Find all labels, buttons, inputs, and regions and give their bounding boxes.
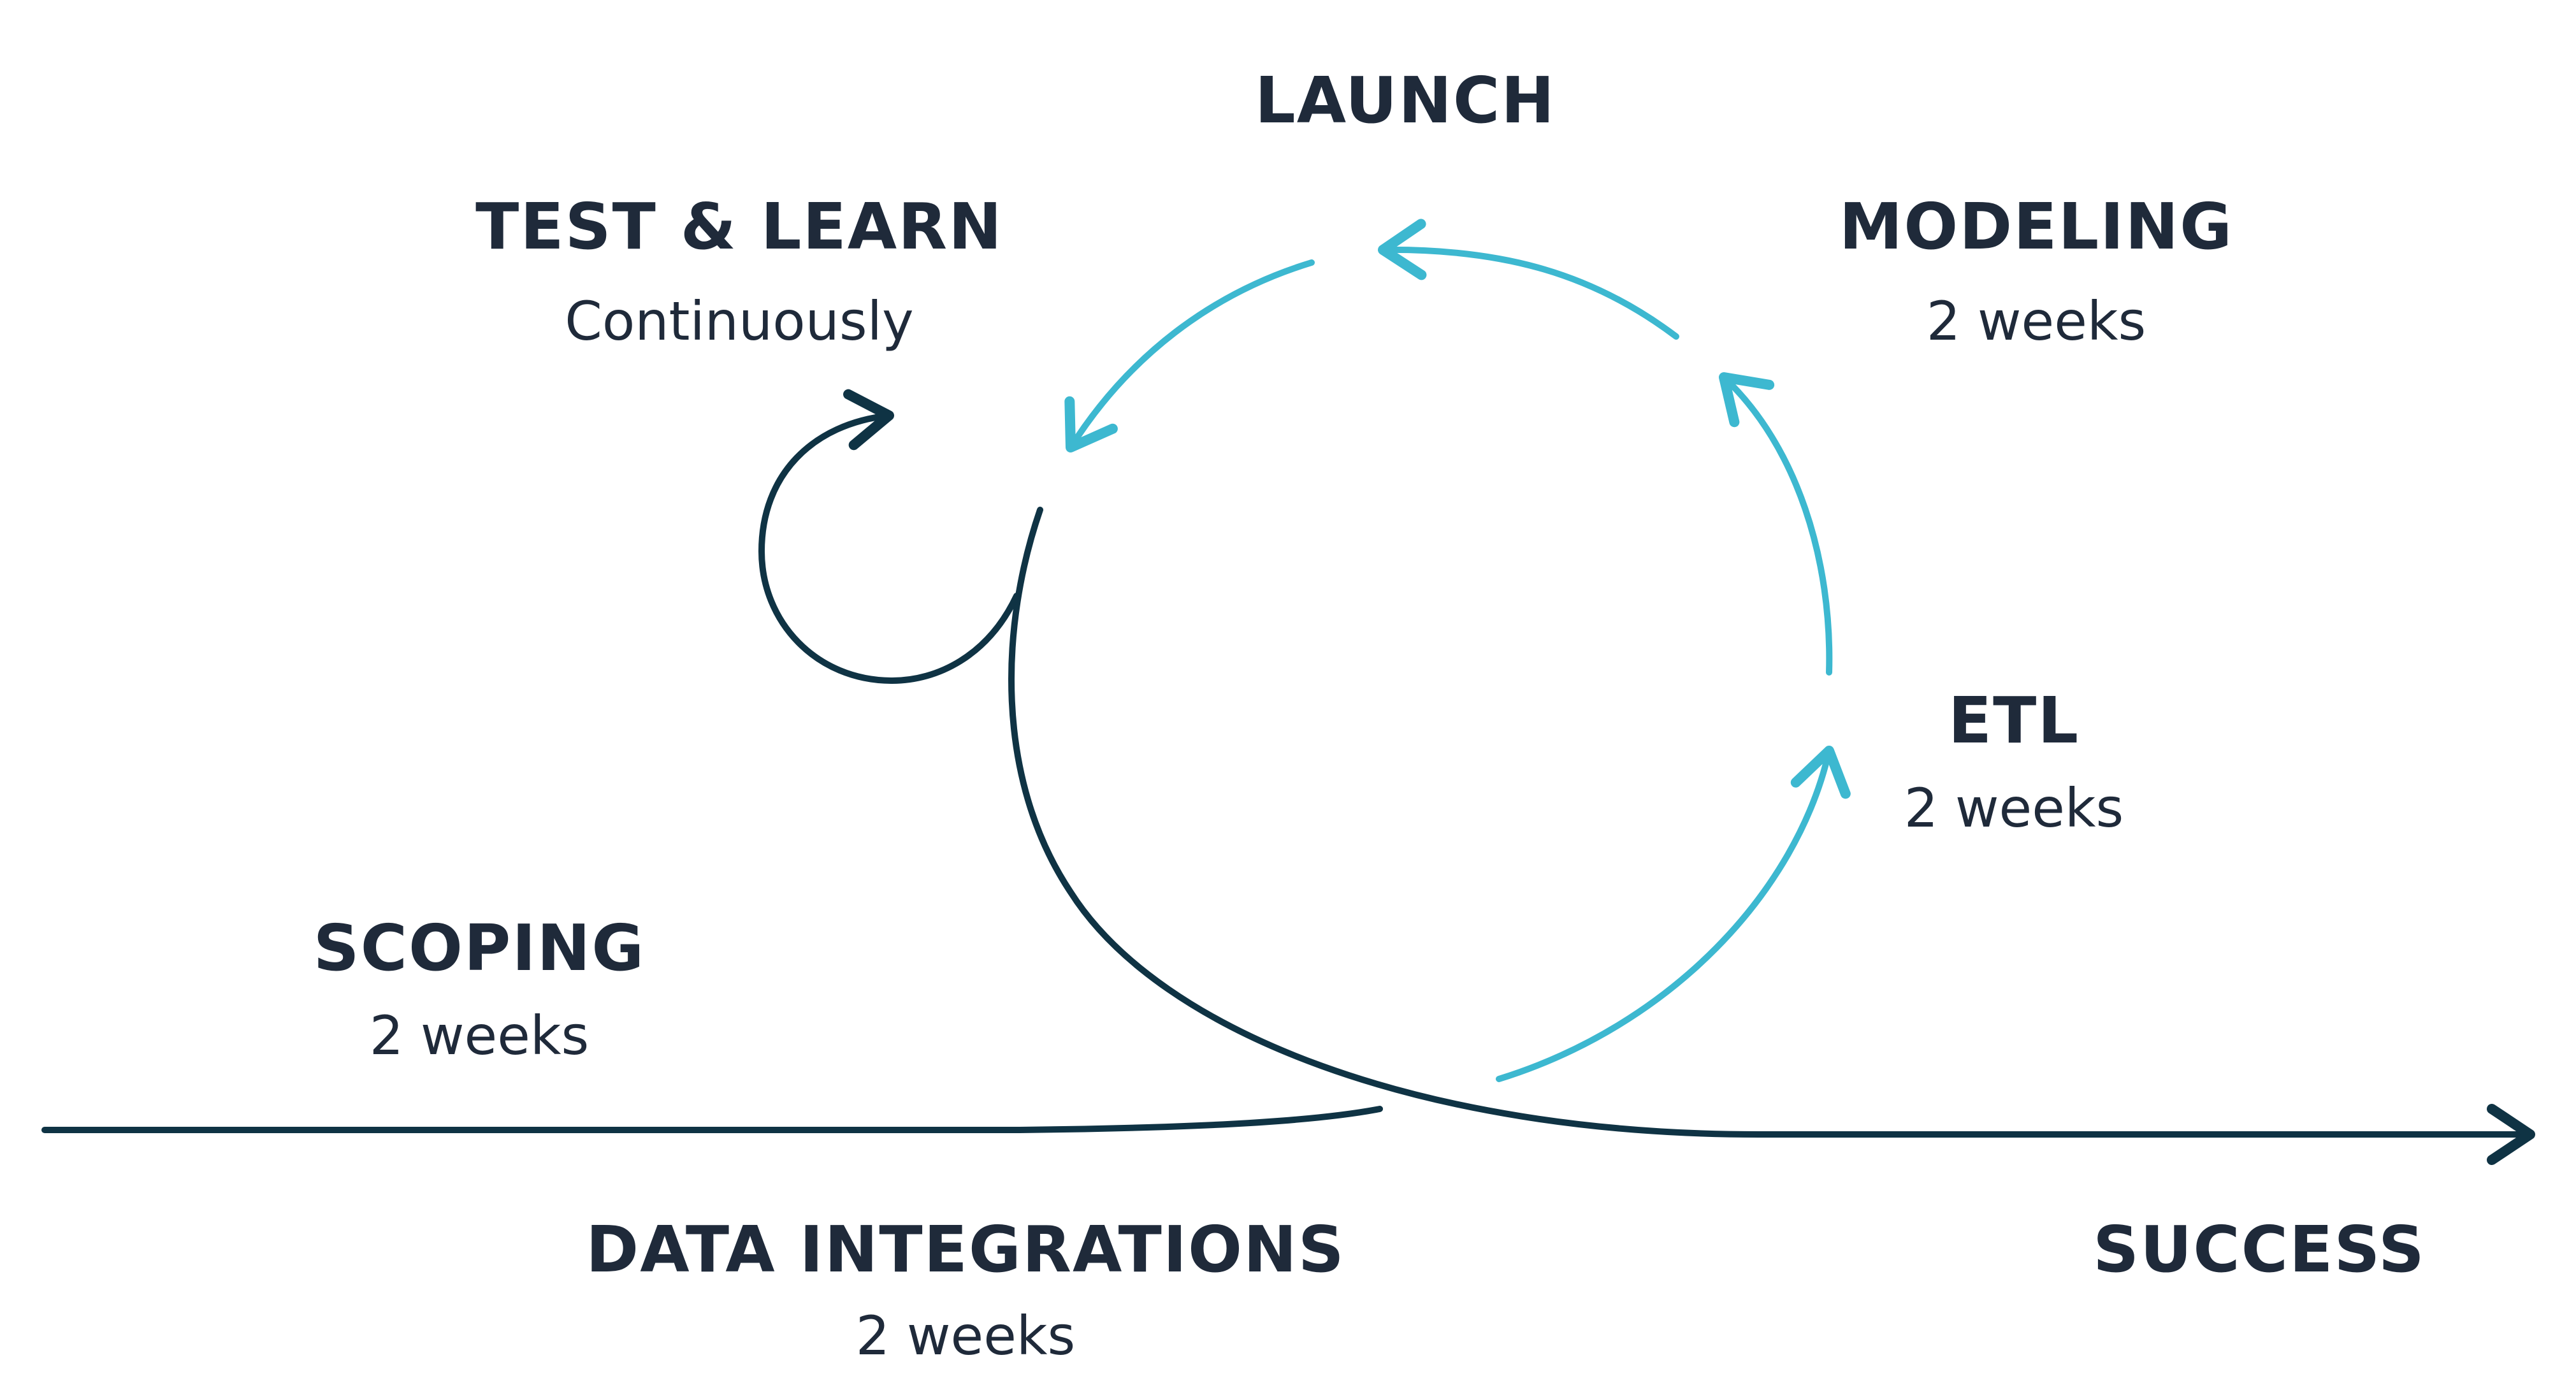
success-title: SUCCESS (2093, 1212, 2426, 1287)
main-loop-line (1008, 507, 2535, 1165)
baseline-start-line (41, 1106, 1383, 1133)
data-to-etl-arrow (1496, 746, 1851, 1082)
launch-to-test-arrow (1064, 259, 1315, 452)
scoping-duration: 2 weeks (370, 1004, 590, 1067)
modeling-duration: 2 weeks (1927, 290, 2146, 352)
test-learn-title: TEST & LEARN (475, 189, 1003, 264)
etl-to-modeling-arrow (1719, 372, 1833, 676)
modeling-title: MODELING (1839, 189, 2234, 264)
launch-title: LAUNCH (1255, 63, 1556, 138)
etl-duration: 2 weeks (1904, 777, 2124, 839)
scoping-title: SCOPING (314, 911, 646, 985)
test-learn-loop-arrow (758, 389, 1020, 684)
etl-title: ETL (1948, 683, 2080, 758)
modeling-to-launch-arrow (1378, 219, 1679, 340)
data-integrations-title: DATA INTEGRATIONS (586, 1212, 1345, 1287)
data-integrations-duration: 2 weeks (856, 1305, 1076, 1367)
test-learn-duration: Continuously (565, 290, 913, 352)
